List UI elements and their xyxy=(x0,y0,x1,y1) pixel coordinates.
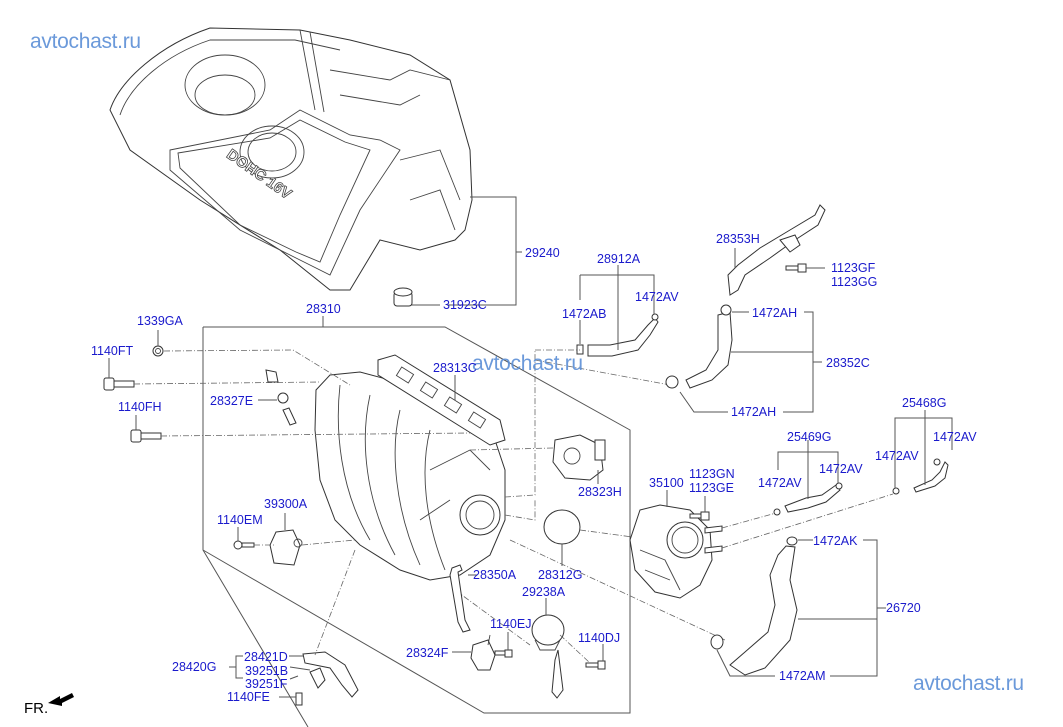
part-label-28327E[interactable]: 28327E xyxy=(210,394,254,408)
part-label-35100[interactable]: 35100 xyxy=(649,476,684,490)
part-label-1123GN[interactable]: 1123GN xyxy=(689,467,735,481)
part-label-28350A[interactable]: 28350A xyxy=(473,568,517,582)
part-label-1140EJ[interactable]: 1140EJ xyxy=(490,617,532,631)
part-label-1472AH[interactable]: 1472AH xyxy=(752,306,798,320)
watermark: avtochast.ru xyxy=(472,352,583,375)
part-label-28912A[interactable]: 28912A xyxy=(597,252,641,266)
throttle-body-35100[interactable] xyxy=(629,504,723,599)
hose-25469G[interactable] xyxy=(773,482,843,516)
engine-cover[interactable] xyxy=(109,27,473,291)
part-label-1123GE[interactable]: 1123GE xyxy=(689,481,734,495)
part-label-1472AB[interactable]: 1472AB xyxy=(562,307,607,321)
watermark: avtochast.ru xyxy=(30,30,141,53)
part-label-28353H[interactable]: 28353H xyxy=(716,232,760,246)
hose-28350A[interactable] xyxy=(449,564,471,633)
part-label-39251F[interactable]: 39251F xyxy=(245,677,288,691)
nut-1339GA[interactable] xyxy=(152,345,164,357)
hose-28912A[interactable] xyxy=(576,313,659,357)
part-label-1472AV[interactable]: 1472AV xyxy=(819,462,863,476)
bolt-1140EM[interactable] xyxy=(233,540,255,550)
hose-25468G[interactable] xyxy=(892,458,949,495)
front-direction-arrow xyxy=(48,693,74,706)
part-label-1123GG[interactable]: 1123GG xyxy=(831,275,878,289)
hose-28352C[interactable] xyxy=(665,304,733,389)
valve-28324F[interactable] xyxy=(470,634,496,671)
bolt-1140FT[interactable] xyxy=(103,377,135,391)
part-label-25468G[interactable]: 25468G xyxy=(902,396,947,410)
part-label-1140DJ[interactable]: 1140DJ xyxy=(578,631,621,645)
part-label-28420G[interactable]: 28420G xyxy=(172,660,217,674)
part-label-1472AK[interactable]: 1472AK xyxy=(813,534,858,548)
part-label-28421D[interactable]: 28421D xyxy=(244,650,288,664)
part-label-1472AV[interactable]: 1472AV xyxy=(933,430,977,444)
part-label-26720[interactable]: 26720 xyxy=(886,601,921,615)
gasket-28312G[interactable] xyxy=(543,509,581,545)
part-label-28310[interactable]: 28310 xyxy=(306,302,341,316)
part-label-1472AV[interactable]: 1472AV xyxy=(758,476,802,490)
valve-28327E[interactable] xyxy=(265,369,297,426)
part-label-39251B[interactable]: 39251B xyxy=(245,664,289,678)
part-label-1123GF[interactable]: 1123GF xyxy=(831,261,876,275)
bolt-1140DJ[interactable] xyxy=(585,660,606,670)
part-label-28313C[interactable]: 28313C xyxy=(433,361,477,375)
part-label-1140FH[interactable]: 1140FH xyxy=(118,400,162,414)
part-label-28323H[interactable]: 28323H xyxy=(578,485,622,499)
part-label-1339GA[interactable]: 1339GA xyxy=(137,314,183,328)
part-label-29240[interactable]: 29240 xyxy=(525,246,560,260)
gasket-28313C[interactable] xyxy=(377,354,506,446)
part-label-28324F[interactable]: 28324F xyxy=(406,646,449,660)
plug-31923C[interactable] xyxy=(393,287,413,307)
canister-29238A[interactable] xyxy=(531,614,565,699)
part-label-28312G[interactable]: 28312G xyxy=(538,568,583,582)
bracket-28421D[interactable] xyxy=(295,651,359,706)
part-label-31923C[interactable]: 31923C xyxy=(443,298,487,312)
part-label-25469G[interactable]: 25469G xyxy=(787,430,832,444)
part-label-1140FE[interactable]: 1140FE xyxy=(227,690,270,704)
part-label-1140FT[interactable]: 1140FT xyxy=(91,344,134,358)
part-label-29238A[interactable]: 29238A xyxy=(522,585,566,599)
part-label-1140EM[interactable]: 1140EM xyxy=(217,513,263,527)
part-label-28352C[interactable]: 28352C xyxy=(826,356,870,370)
front-direction-label: FR. xyxy=(24,700,49,717)
part-label-1472AH[interactable]: 1472AH xyxy=(731,405,777,419)
bolt-1140FH[interactable] xyxy=(130,429,162,443)
part-label-1472AM[interactable]: 1472AM xyxy=(779,669,826,683)
part-label-1472AV[interactable]: 1472AV xyxy=(875,449,919,463)
part-label-39300A[interactable]: 39300A xyxy=(264,497,308,511)
intake-manifold[interactable] xyxy=(314,371,506,581)
pipe-28353H[interactable] xyxy=(727,204,826,296)
hose-26720[interactable] xyxy=(710,536,798,676)
watermark: avtochast.ru xyxy=(913,672,1024,695)
valve-28323H[interactable] xyxy=(552,434,606,481)
bolt-1140EJ[interactable] xyxy=(494,649,513,658)
part-label-1472AV[interactable]: 1472AV xyxy=(635,290,679,304)
sensor-39300A[interactable] xyxy=(269,529,303,566)
